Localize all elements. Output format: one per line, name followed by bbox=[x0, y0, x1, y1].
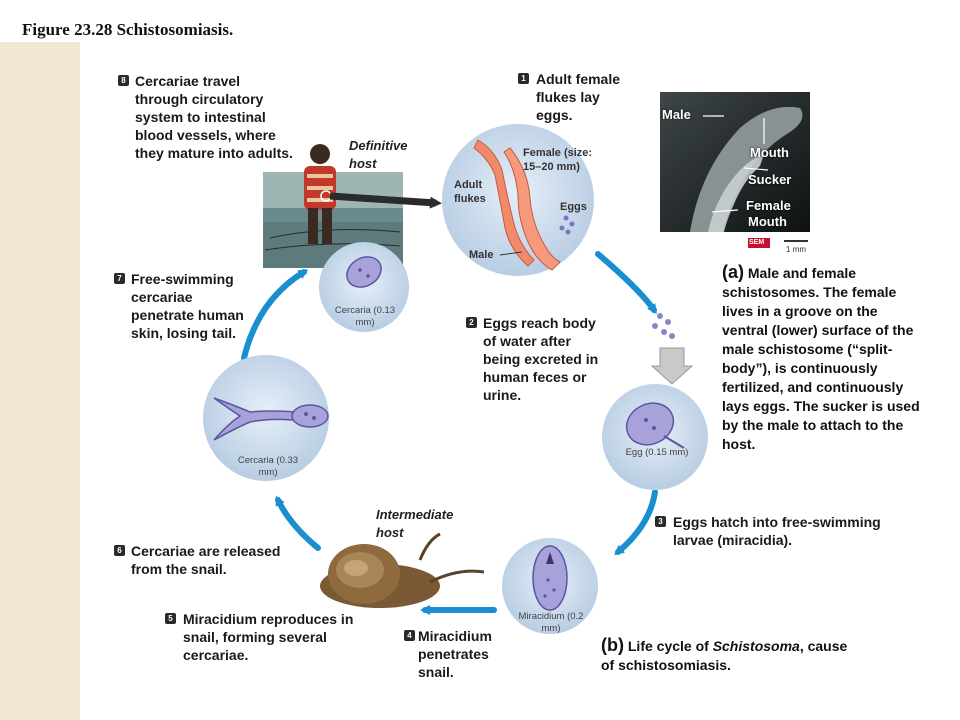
step-text: Free-swimming cercariae penetrate human … bbox=[131, 271, 244, 341]
eggs-label: Eggs bbox=[560, 201, 587, 213]
scale-bar-label: 1 mm bbox=[786, 245, 806, 254]
step-1: 1 Adult female flukes lay eggs. bbox=[518, 70, 638, 124]
adult-flukes-circle bbox=[442, 124, 594, 276]
caption-a: (a) Male and female schistosomes. The fe… bbox=[722, 263, 922, 454]
male-label: Male bbox=[469, 249, 494, 261]
sem-female-label: Female bbox=[746, 198, 791, 213]
background-strip bbox=[0, 42, 80, 720]
miracidium-circle bbox=[502, 538, 598, 634]
sem-male-label: Male bbox=[662, 107, 691, 122]
step-text: Eggs reach body of water after being exc… bbox=[483, 315, 599, 403]
arrow-to-flukes bbox=[329, 192, 442, 209]
caption-b-text-post: , cause of schistosomiasis. bbox=[601, 638, 848, 673]
step-number: 7 bbox=[114, 273, 125, 284]
adult-flukes-label: Adult flukes bbox=[454, 179, 486, 205]
eggs-in-water bbox=[650, 313, 694, 385]
step-number: 5 bbox=[165, 613, 176, 624]
human-photo bbox=[263, 144, 403, 268]
sem-sucker-label: Sucker bbox=[748, 172, 792, 187]
arrow-step7 bbox=[241, 269, 309, 361]
arrow-step6 bbox=[275, 495, 321, 551]
cercaria-large-label: Cercaria (0.33 mm) bbox=[237, 455, 299, 478]
caption-b: (b) Life cycle of Schistosoma, cause of … bbox=[601, 636, 851, 675]
sem-female-mouth-label: Mouth bbox=[748, 214, 787, 229]
step-8: 8 Cercariae travel through circulatory s… bbox=[118, 72, 293, 162]
snail-image bbox=[320, 532, 485, 608]
step-text: Cercariae are released from the snail. bbox=[131, 543, 281, 577]
caption-b-letter: (b) bbox=[601, 635, 624, 655]
miracidium-label: Miracidium (0.2 mm) bbox=[518, 611, 584, 634]
step-2: 2 Eggs reach body of water after being e… bbox=[466, 314, 606, 404]
caption-a-text: Male and female schistosomes. The female… bbox=[722, 265, 920, 452]
step-6: 6 Cercariae are released from the snail. bbox=[114, 542, 314, 578]
step-number: 1 bbox=[518, 73, 529, 84]
caption-b-text-pre: Life cycle of bbox=[627, 638, 713, 654]
step-text: Cercariae travel through circulatory sys… bbox=[135, 73, 293, 161]
step-7: 7 Free-swimming cercariae penetrate huma… bbox=[114, 270, 254, 342]
cercaria-small-circle bbox=[319, 242, 409, 332]
figure-title: Figure 23.28 Schistosomiasis. bbox=[22, 20, 234, 39]
step-4: 4 Miracidium penetrates snail. bbox=[404, 627, 504, 681]
sem-mouth-label: Mouth bbox=[750, 145, 789, 160]
step-text: Miracidium penetrates snail. bbox=[418, 628, 492, 680]
step-number: 3 bbox=[655, 516, 666, 527]
step-text: Eggs hatch into free-swimming larvae (mi… bbox=[673, 514, 881, 548]
sem-badge: SEM bbox=[749, 239, 765, 246]
female-label: Female (size: 15–20 mm) bbox=[523, 147, 593, 173]
cycle-arrows bbox=[241, 251, 658, 615]
definitive-host-label: Definitive host bbox=[349, 138, 408, 171]
step-text: Miracidium reproduces in snail, forming … bbox=[183, 611, 354, 663]
step-number: 6 bbox=[114, 545, 125, 556]
male-fluke bbox=[503, 147, 561, 271]
female-fluke bbox=[473, 139, 535, 267]
egg-circle bbox=[602, 384, 708, 490]
cercaria-large-circle bbox=[203, 355, 329, 481]
step-3: 3 Eggs hatch into free-swimming larvae (… bbox=[655, 513, 925, 549]
step-text: Adult female flukes lay eggs. bbox=[536, 71, 621, 123]
caption-a-letter: (a) bbox=[722, 262, 744, 282]
egg-label: Egg (0.15 mm) bbox=[625, 447, 689, 458]
step-5: 5 Miracidium reproduces in snail, formin… bbox=[165, 610, 370, 664]
arrow-step3 bbox=[614, 489, 658, 556]
sem-image bbox=[660, 92, 810, 248]
step-number: 8 bbox=[118, 75, 129, 86]
step-number: 2 bbox=[466, 317, 477, 328]
step-number: 4 bbox=[404, 630, 415, 641]
arrow-step2 bbox=[595, 251, 657, 315]
cercaria-small-label: Cercaria (0.13 mm) bbox=[334, 305, 396, 328]
caption-b-italic: Schistosoma bbox=[712, 638, 800, 654]
intermediate-host-label: Intermediate host bbox=[376, 507, 454, 540]
